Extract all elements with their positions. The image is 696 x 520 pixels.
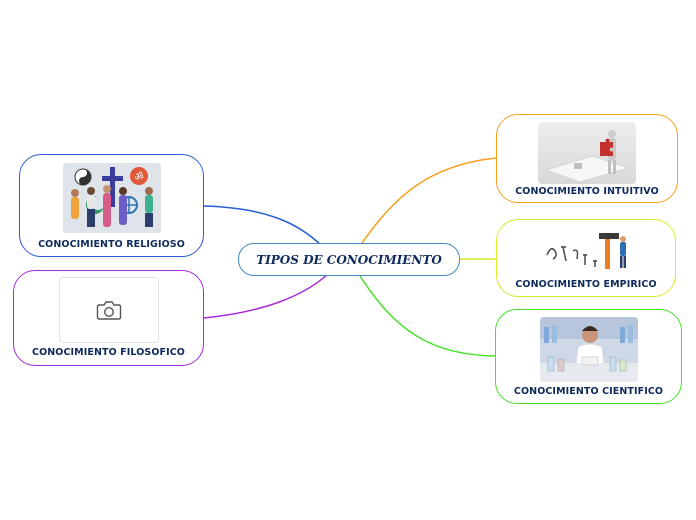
node-conocimiento-intuitivo[interactable]: CONOCIMIENTO INTUITIVO — [496, 114, 678, 203]
connector-intuitivo — [359, 157, 497, 247]
connector-filosofico — [203, 273, 329, 319]
node-conocimiento-cientifico[interactable]: CONOCIMIENTO CIENTIFICO — [495, 309, 682, 404]
svg-text:ॐ: ॐ — [134, 171, 143, 183]
node-label: CONOCIMIENTO FILOSOFICO — [32, 347, 185, 358]
node-label: CONOCIMIENTO CIENTIFICO — [513, 386, 664, 397]
connector-cientifico — [359, 275, 497, 357]
puzzle-figure-image — [538, 122, 636, 184]
central-topic[interactable]: TIPOS DE CONOCIMIENTO — [238, 243, 460, 276]
scientist-lab-image — [539, 317, 638, 382]
node-conocimiento-filosofico[interactable]: CONOCIMIENTO FILOSOFICO — [13, 270, 204, 366]
node-label: CONOCIMIENTO EMPIRICO — [515, 279, 657, 290]
image-placeholder — [58, 277, 159, 343]
node-conocimiento-religioso[interactable]: ॐ CONOCIMIENTO RELIGIOSO — [19, 154, 204, 257]
node-conocimiento-empirico[interactable]: CONOCIMIENTO EMPIRICO — [496, 219, 676, 297]
camera-icon — [96, 301, 121, 320]
religious-symbols-image: ॐ — [62, 163, 161, 233]
node-label: CONOCIMIENTO INTUITIVO — [515, 186, 659, 197]
central-topic-title: TIPOS DE CONOCIMIENTO — [256, 252, 442, 267]
nails-hammer-image — [537, 225, 635, 273]
connector-religioso — [203, 205, 323, 247]
node-label: CONOCIMIENTO RELIGIOSO — [38, 239, 185, 250]
